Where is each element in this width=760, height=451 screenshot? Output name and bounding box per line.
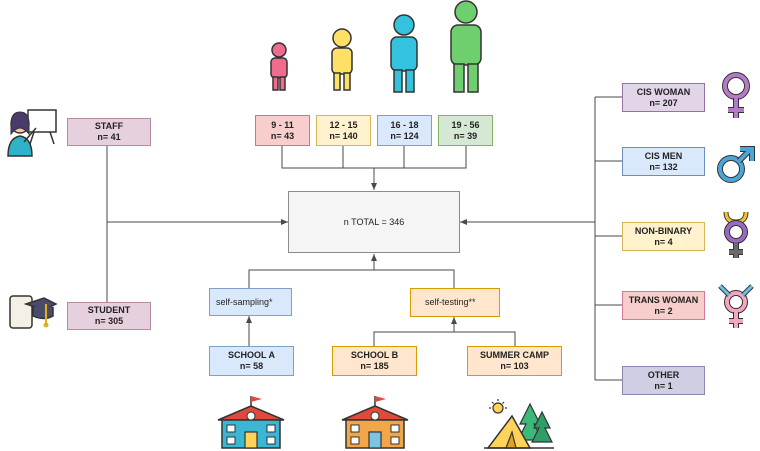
camp-icon	[484, 399, 554, 449]
total-label: n TOTAL = 346	[343, 216, 405, 227]
student-box: STUDENT n= 305	[67, 302, 151, 330]
self-sampling-box: self-sampling*	[209, 288, 292, 316]
age-box-16-18: 16 - 18 n= 124	[377, 115, 432, 146]
nonbinary-symbol-icon	[723, 211, 749, 258]
graduate-icon	[9, 295, 58, 329]
self-testing-box: self-testing**	[410, 288, 500, 317]
gender-box-non-binary: NON-BINARY n= 4	[622, 222, 705, 251]
age-box-19-56: 19 - 56 n= 39	[438, 115, 493, 146]
summer-camp-box: SUMMER CAMP n= 103	[467, 346, 562, 376]
site-count: n= 185	[360, 361, 389, 371]
gender-count: n= 132	[649, 161, 678, 172]
school-icon	[341, 396, 409, 449]
age-range-label: 19 - 56	[451, 119, 480, 130]
site-label: SCHOOL B	[350, 350, 399, 360]
gender-label: CIS WOMAN	[636, 86, 691, 97]
age-box-9-11: 9 - 11 n= 43	[255, 115, 310, 146]
method-label: self-testing**	[425, 297, 476, 307]
age-range-label: 12 - 15	[329, 119, 358, 130]
adult-figure-icon	[450, 0, 482, 93]
teacher-icon	[7, 109, 57, 157]
site-label: SUMMER CAMP	[480, 350, 549, 360]
age-box-12-15: 12 - 15 n= 140	[316, 115, 371, 146]
gender-label: NON-BINARY	[634, 225, 693, 236]
school-icon	[217, 396, 285, 449]
gender-count: n= 207	[649, 97, 678, 108]
method-label: self-sampling*	[216, 296, 273, 307]
age-count: n= 124	[390, 130, 419, 141]
role-label: STAFF	[94, 121, 124, 131]
role-count: n= 305	[94, 316, 124, 326]
age-count: n= 43	[270, 130, 295, 141]
age-count: n= 39	[453, 130, 478, 141]
gender-label: CIS MEN	[644, 150, 683, 161]
gender-count: n= 1	[654, 380, 673, 391]
child-figure-icon	[270, 42, 288, 91]
gender-label: OTHER	[647, 369, 680, 380]
transgender-symbol-icon	[718, 284, 754, 328]
site-label: SCHOOL A	[227, 350, 275, 360]
gender-box-cis-men: CIS MEN n= 132	[622, 147, 705, 176]
school-a-box: SCHOOL A n= 58	[209, 346, 294, 376]
role-count: n= 41	[97, 132, 121, 142]
teen-figure-icon	[331, 28, 353, 91]
total-box: n TOTAL = 346	[288, 191, 460, 253]
staff-box: STAFF n= 41	[67, 118, 151, 146]
gender-box-other: OTHER n= 1	[622, 366, 705, 395]
gender-box-cis-woman: CIS WOMAN n= 207	[622, 83, 705, 112]
age-range-label: 9 - 11	[271, 119, 294, 130]
gender-count: n= 4	[654, 236, 673, 247]
male-symbol-icon	[717, 146, 755, 183]
site-count: n= 103	[500, 361, 529, 371]
site-count: n= 58	[239, 361, 264, 371]
role-label: STUDENT	[87, 305, 131, 315]
gender-box-trans-woman: TRANS WOMAN n= 2	[622, 291, 705, 320]
female-symbol-icon	[722, 72, 750, 118]
gender-count: n= 2	[654, 305, 673, 316]
age-count: n= 140	[329, 130, 358, 141]
school-b-box: SCHOOL B n= 185	[332, 346, 417, 376]
youth-figure-icon	[390, 14, 418, 93]
age-range-label: 16 - 18	[390, 119, 419, 130]
gender-label: TRANS WOMAN	[628, 294, 699, 305]
